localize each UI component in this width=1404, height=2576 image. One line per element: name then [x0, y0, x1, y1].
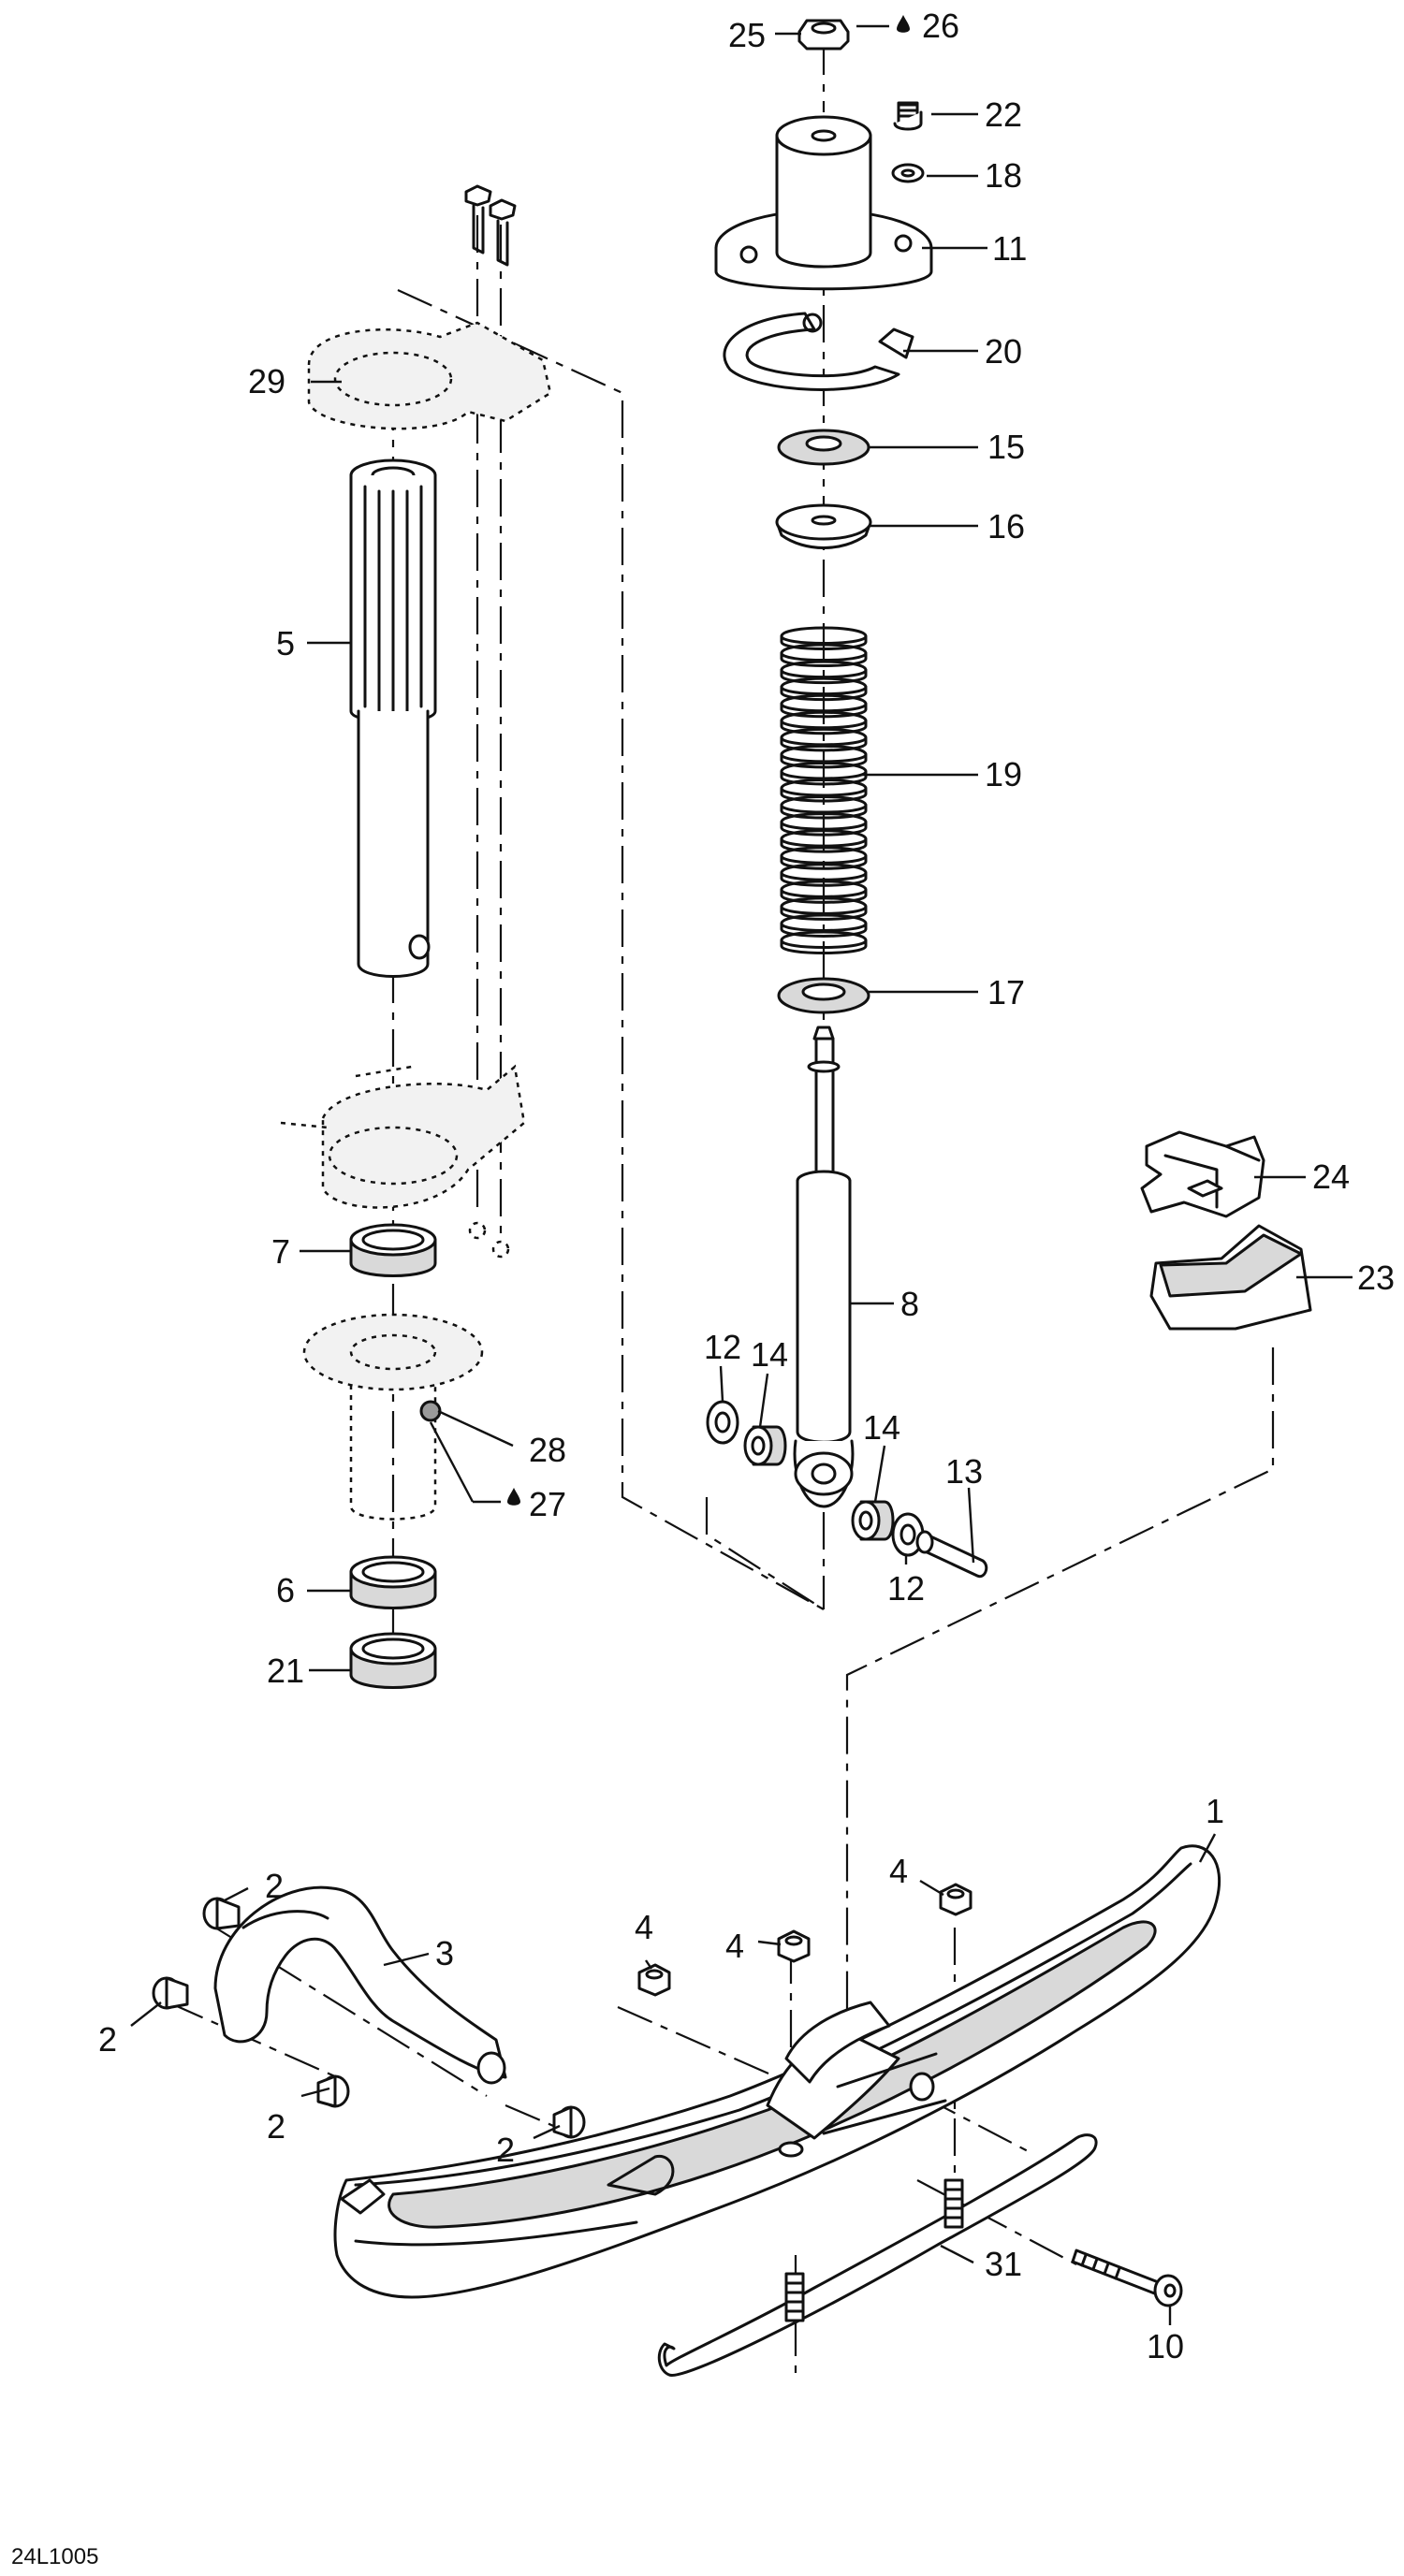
shock-absorber-part-8 — [793, 1026, 855, 1508]
spring-coil — [780, 939, 868, 954]
bushing-part-21 — [349, 1632, 437, 1689]
callout-26: 26 — [922, 7, 959, 45]
callout-11: 11 — [992, 229, 1027, 268]
spring-coil — [780, 812, 868, 824]
bolt-part-22 — [893, 101, 923, 131]
bushing-part-6 — [349, 1555, 437, 1609]
washer-part-18 — [891, 163, 925, 183]
callout-14: 14 — [751, 1335, 788, 1374]
bolt-part-2-a — [202, 1897, 241, 1930]
callout-15: 15 — [987, 428, 1025, 466]
callout-2: 2 — [267, 2107, 285, 2146]
callout-31: 31 — [985, 2245, 1022, 2283]
callout-6: 6 — [276, 1571, 295, 1609]
spring-coil — [780, 693, 868, 706]
spring-coil — [780, 660, 868, 672]
clip-part-24 — [1140, 1130, 1265, 1218]
spring-seat-part-16 — [775, 503, 872, 549]
spring-coil — [780, 626, 868, 638]
pin-part-13 — [915, 1530, 988, 1579]
steering-column-housing-ghost — [302, 1313, 484, 1521]
nut-part-4-b — [777, 1929, 811, 1963]
callout-27: 27 — [529, 1485, 566, 1523]
grease-fitting-part-28 — [419, 1400, 442, 1422]
drawing-code: 24L1005 — [11, 2544, 98, 2569]
callout-12: 12 — [887, 1569, 925, 1608]
callout-17: 17 — [987, 973, 1025, 1011]
bolt-part-2-b — [152, 1976, 189, 2010]
callout-16: 16 — [987, 507, 1025, 546]
spring-coil — [780, 643, 868, 655]
spring-coil — [780, 779, 868, 790]
callout-4: 4 — [725, 1927, 744, 1965]
callout-25: 25 — [728, 16, 766, 54]
callout-1: 1 — [1206, 1792, 1224, 1830]
spring-coil — [780, 744, 868, 756]
callout-22: 22 — [985, 95, 1022, 134]
callout-2: 2 — [496, 2131, 515, 2169]
ski-part-1 — [333, 1844, 1221, 2299]
callout-4: 4 — [635, 1908, 653, 1946]
leader-lines — [130, 24, 1353, 2325]
callout-24: 24 — [1312, 1157, 1350, 1196]
spring-coil — [780, 762, 868, 773]
spring-coil — [780, 677, 868, 689]
bushing-part-14-left — [743, 1425, 787, 1466]
spring-coil — [780, 710, 868, 722]
bolt-part-2-d — [552, 2105, 586, 2139]
nut-part-4-c — [939, 1883, 973, 1916]
callout-19: 19 — [985, 755, 1022, 793]
spring-coil — [780, 913, 868, 925]
steering-arm-part-29 — [307, 321, 552, 430]
callout-23: 23 — [1357, 1259, 1395, 1297]
bushing-part-14-right — [851, 1500, 895, 1541]
shock-mount-part-11 — [714, 115, 933, 291]
steering-arm-bolts — [464, 184, 517, 267]
steering-column-bracket-ghost — [280, 1064, 526, 1259]
ski-handle-part-3 — [213, 1885, 507, 2085]
oil-drop-icon — [897, 15, 910, 33]
callout-12: 12 — [704, 1328, 741, 1366]
washer-part-15 — [777, 429, 870, 466]
bushing-part-7 — [349, 1223, 437, 1277]
oil-drop-icon — [507, 1488, 520, 1506]
spring-seat-part-17 — [777, 977, 870, 1014]
nut-part-4-a — [637, 1963, 671, 1997]
spring-coil — [780, 829, 868, 841]
callout-labels: 1 2 2 2 2 3 4 4 4 5 6 7 8 10 11 12 12 13… — [98, 7, 1395, 2365]
callout-4: 4 — [889, 1852, 908, 1890]
callout-5: 5 — [276, 624, 295, 662]
callout-29: 29 — [248, 362, 285, 400]
callout-21: 21 — [267, 1652, 304, 1690]
callout-14: 14 — [863, 1408, 900, 1447]
callout-18: 18 — [985, 156, 1022, 195]
coil-spring-part-19 — [780, 626, 868, 954]
callout-8: 8 — [900, 1285, 919, 1323]
runner-part-31 — [657, 2133, 1098, 2377]
spring-coil — [780, 880, 868, 892]
callout-20: 20 — [985, 332, 1022, 371]
nut-part-25 — [797, 19, 850, 51]
callout-13: 13 — [945, 1452, 983, 1491]
spring-coil — [780, 795, 868, 808]
callout-10: 10 — [1147, 2327, 1184, 2365]
washer-part-12-left — [706, 1400, 739, 1445]
callout-28: 28 — [529, 1431, 566, 1469]
callout-2: 2 — [265, 1867, 284, 1905]
spring-coil — [780, 896, 868, 909]
callout-2: 2 — [98, 2020, 117, 2059]
spring-coil — [780, 863, 868, 875]
callout-7: 7 — [271, 1232, 290, 1271]
spring-coil — [780, 930, 868, 942]
steering-shaft-part-5 — [349, 458, 437, 978]
bolt-part-10 — [1071, 2249, 1183, 2307]
callout-3: 3 — [435, 1934, 454, 1972]
washer-part-12-right — [891, 1512, 925, 1557]
wear-pad-part-23 — [1149, 1224, 1312, 1331]
retaining-ring-part-20 — [723, 312, 914, 391]
spring-coil — [780, 846, 868, 858]
spring-coil — [780, 727, 868, 739]
